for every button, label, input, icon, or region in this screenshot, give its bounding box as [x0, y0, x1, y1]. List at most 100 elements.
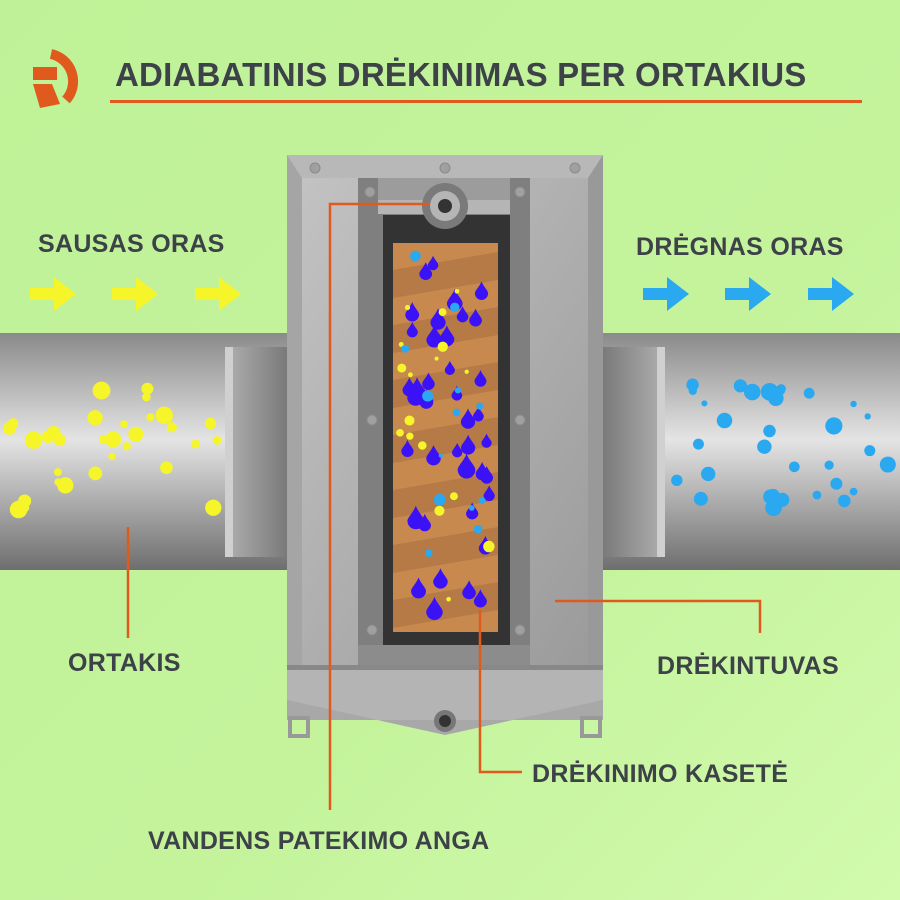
dry-air-particle: [46, 425, 61, 441]
label-duct: ORTAKIS: [68, 649, 181, 677]
humid-air-particle: [671, 474, 683, 487]
air-particle: [404, 304, 411, 311]
humid-air-particle: [701, 400, 708, 407]
water-drop-icon: [457, 453, 476, 479]
dry-air-particle: [105, 431, 122, 448]
air-particle: [424, 549, 433, 558]
water-drop-icon: [422, 372, 435, 391]
air-particle: [422, 390, 434, 402]
water-drop-icon: [483, 485, 495, 502]
water-drop-icon: [426, 596, 443, 621]
air-particle: [418, 441, 427, 450]
cassette-stripe: [393, 417, 498, 463]
dry-air-particle: [205, 499, 222, 516]
air-particle: [410, 250, 421, 262]
air-particle: [406, 432, 414, 440]
humid-air-particle: [701, 466, 716, 482]
air-particle: [468, 505, 475, 511]
dry-air-particle: [120, 420, 128, 429]
air-particle: [446, 596, 451, 602]
water-drop-icon: [407, 505, 425, 530]
water-drop-icon: [461, 434, 476, 455]
humid-air-particle: [760, 382, 779, 401]
humid-air-particle: [812, 490, 822, 500]
humid-air-particle: [803, 387, 815, 399]
humid-air-particle: [692, 438, 704, 450]
air-particle: [464, 369, 469, 374]
humid-air-particle: [686, 378, 699, 391]
dry-air-particle: [87, 410, 103, 426]
arrow-right-icon: [195, 277, 241, 311]
dry-air-particle: [166, 422, 177, 433]
air-particle: [433, 493, 446, 506]
water-drop-icon: [426, 445, 441, 466]
water-drop-icon: [474, 369, 487, 387]
label-dry-air: SAUSAS ORAS: [38, 230, 225, 258]
humid-air-particle: [688, 386, 697, 396]
water-drop-icon: [460, 408, 476, 429]
bolt: [514, 186, 526, 198]
dry-air-particle: [24, 431, 43, 449]
humidification-cassette: [393, 243, 498, 632]
humid-air-particle: [733, 379, 747, 393]
air-particle: [434, 356, 439, 361]
humid-air-particle: [864, 445, 876, 457]
dry-air-particles: [2, 381, 222, 519]
cassette-stripe: [393, 527, 498, 573]
water-drop-icon: [430, 308, 446, 330]
water-drop-icon: [405, 302, 420, 322]
water-drop-icon: [456, 306, 469, 323]
cassette-stripe: [393, 472, 498, 518]
dry-air-particle: [88, 466, 103, 481]
arrow-right-icon: [112, 277, 158, 311]
water-drop-icon: [480, 465, 494, 484]
water-drop-icon: [473, 406, 484, 422]
water-drop-icon: [466, 502, 479, 520]
water-drop-icon: [411, 577, 427, 599]
label-water-inlet: VANDENS PATEKIMO ANGA: [148, 827, 490, 855]
dry-air-particle: [122, 442, 131, 451]
humid-air-particle: [850, 400, 857, 408]
air-particle: [401, 344, 410, 353]
air-particle: [473, 524, 483, 534]
air-particle: [398, 342, 404, 348]
air-particle: [454, 387, 462, 394]
leader-lines: [126, 202, 762, 810]
label-cassette: DRĖKINIMO KASETĖ: [532, 760, 789, 788]
water-drop-icon: [427, 255, 439, 271]
air-particle: [437, 341, 448, 352]
water-drop-icon: [462, 580, 476, 600]
arrow-right-icon: [808, 277, 854, 311]
label-humidifier: DRĖKINTUVAS: [657, 652, 840, 680]
bolt: [309, 162, 321, 174]
air-particle: [483, 540, 495, 553]
bolt: [366, 414, 378, 426]
dry-air-particle: [212, 435, 222, 445]
humid-air-particle: [837, 494, 851, 508]
air-particle: [438, 308, 447, 317]
dry-air-particle: [53, 468, 62, 477]
dry-air-particle: [128, 426, 144, 442]
label-humid-air: DRĖGNAS ORAS: [636, 233, 844, 261]
humid-air-particle: [825, 417, 843, 435]
water-drop-icon: [408, 377, 426, 402]
humid-air-particle: [763, 424, 776, 438]
logo-r-icon: [33, 49, 79, 108]
bolt: [569, 162, 581, 174]
humid-air-particle: [693, 491, 708, 506]
arrow-right-icon: [30, 277, 76, 311]
flange-left: [225, 347, 290, 557]
water-drop-icon: [452, 442, 463, 458]
dry-air-particle: [108, 452, 116, 461]
air-particle: [438, 453, 443, 458]
humid-air-particle: [864, 413, 871, 420]
air-particle: [396, 428, 404, 437]
dry-air-particle: [142, 392, 151, 402]
humid-air-particle: [743, 383, 761, 401]
arrow-right-icon: [643, 277, 689, 311]
bolt: [514, 624, 526, 636]
bolt: [364, 186, 376, 198]
title-underline: [110, 100, 862, 103]
bolt: [514, 414, 526, 426]
